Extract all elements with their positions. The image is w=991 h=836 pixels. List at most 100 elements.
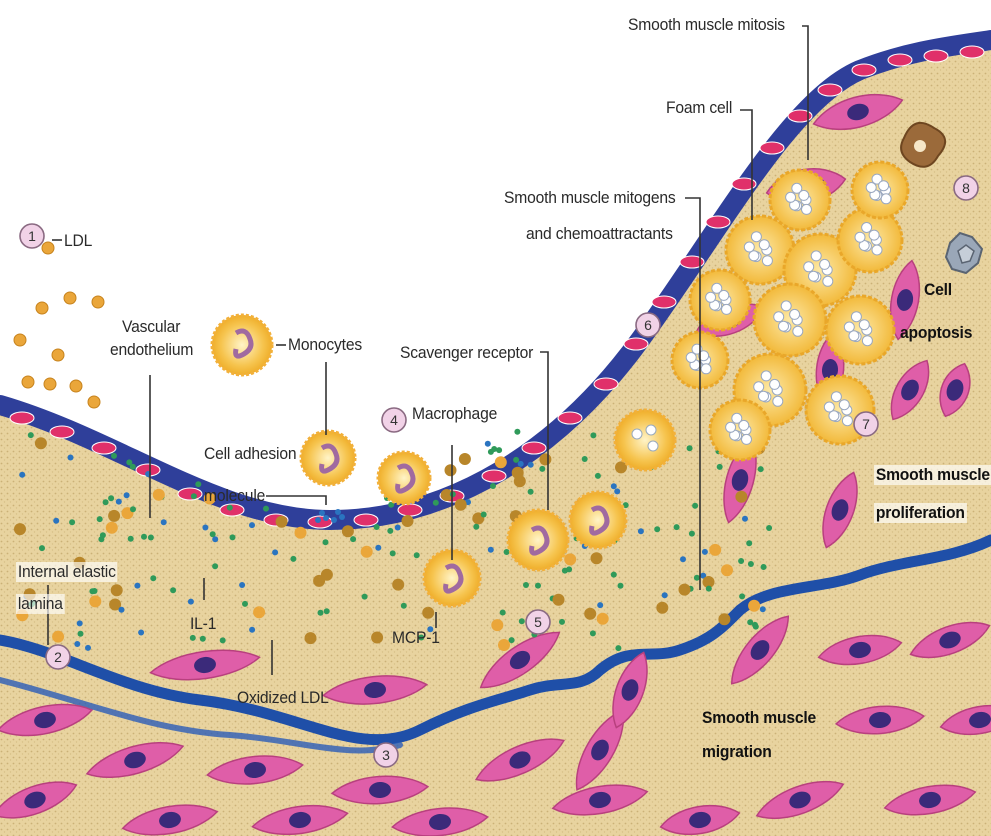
tissue-particle — [753, 624, 759, 630]
label-ldl: LDL — [64, 231, 92, 251]
tissue-particle — [614, 488, 620, 494]
tissue-particle — [488, 547, 494, 553]
tissue-particle — [761, 564, 767, 570]
tissue-particle — [414, 552, 420, 558]
label-scavenger-receptor: Scavenger receptor — [400, 343, 533, 363]
tissue-particle — [491, 619, 503, 631]
tissue-particle — [190, 635, 196, 641]
foam-cell — [826, 296, 894, 364]
tissue-particle — [528, 489, 534, 495]
step-number: 3 — [382, 747, 390, 763]
tissue-particle — [656, 602, 668, 614]
tissue-particle — [130, 506, 136, 512]
endothelial-nucleus — [178, 488, 202, 500]
step-badge-3: 3 — [374, 743, 398, 767]
step-number: 8 — [962, 180, 970, 196]
tissue-particle — [504, 549, 510, 555]
ldl-particles — [14, 242, 104, 408]
endothelial-nucleus — [924, 50, 948, 62]
ldl-particle — [44, 378, 56, 390]
tissue-particle — [78, 631, 84, 637]
tissue-particle — [611, 483, 617, 489]
tissue-particle — [662, 592, 668, 598]
macrophage-lipid — [570, 492, 626, 548]
tissue-particle — [566, 566, 572, 572]
label-sm-mitosis: Smooth muscle mitosis — [628, 15, 785, 35]
tissue-particle — [500, 610, 506, 616]
tissue-particle — [597, 613, 609, 625]
tissue-particle — [584, 608, 596, 620]
endothelial-nucleus — [558, 412, 582, 424]
tissue-particle — [738, 558, 744, 564]
tissue-particle — [498, 639, 510, 651]
tissue-particle — [111, 584, 123, 596]
tissue-particle — [422, 607, 434, 619]
tissue-particle — [89, 595, 101, 607]
tissue-particle — [249, 522, 255, 528]
tissue-particle — [116, 499, 122, 505]
endothelial-nucleus — [522, 442, 546, 454]
tissue-particle — [519, 618, 525, 624]
label-macrophage: Macrophage — [412, 404, 497, 424]
tissue-particle — [401, 603, 407, 609]
tissue-particle — [387, 528, 393, 534]
tissue-particle — [595, 473, 601, 479]
tissue-particle — [395, 525, 401, 531]
monocyte-transmigrating — [378, 452, 430, 504]
tissue-particle — [748, 561, 754, 567]
tissue-particle — [747, 619, 753, 625]
monocyte-lumen — [212, 315, 272, 375]
endothelial-nucleus — [888, 54, 912, 66]
tissue-particle — [97, 516, 103, 522]
step-badge-1: 1 — [20, 224, 44, 248]
tissue-particle — [276, 516, 288, 528]
step-badge-8: 8 — [954, 176, 978, 200]
monocyte-adhering — [301, 431, 355, 485]
tissue-particle — [318, 610, 324, 616]
endothelial-nucleus — [818, 84, 842, 96]
foam-cell — [770, 170, 830, 230]
endothelial-nucleus — [92, 442, 116, 454]
tissue-particle — [150, 575, 156, 581]
tissue-particle — [375, 545, 381, 551]
tissue-particle — [130, 464, 136, 470]
tissue-particle — [69, 519, 75, 525]
tissue-particle — [559, 619, 565, 625]
tissue-particle — [553, 594, 565, 606]
tissue-particle — [92, 588, 98, 594]
tissue-particle — [362, 594, 368, 600]
endothelial-nucleus — [706, 216, 730, 228]
tissue-particle — [323, 539, 329, 545]
step-badge-7: 7 — [854, 412, 878, 436]
endothelial-nucleus — [652, 296, 676, 308]
tissue-particle — [350, 536, 356, 542]
endothelial-nucleus — [354, 514, 378, 526]
tissue-particle — [748, 600, 760, 612]
tissue-particle — [692, 503, 698, 509]
tissue-particle — [679, 584, 691, 596]
tissue-particle — [263, 506, 269, 512]
tissue-particle — [654, 526, 660, 532]
step-number: 5 — [534, 614, 542, 630]
tissue-particle — [14, 523, 26, 535]
tissue-particle — [509, 637, 515, 643]
label-mcp1: MCP-1 — [392, 628, 440, 648]
tissue-particle — [709, 544, 721, 556]
tissue-particle — [153, 489, 165, 501]
tissue-particle — [742, 516, 748, 522]
tissue-particle — [718, 613, 730, 625]
tissue-particle — [590, 630, 596, 636]
tissue-particle — [161, 519, 167, 525]
endothelial-nucleus — [10, 412, 34, 424]
step-number: 6 — [644, 317, 652, 333]
tissue-particle — [597, 602, 603, 608]
label-cell-apoptosis-2: apoptosis — [900, 323, 972, 343]
ldl-particle — [36, 302, 48, 314]
tissue-particle — [77, 620, 83, 626]
tissue-particle — [513, 457, 519, 463]
tissue-particle — [689, 531, 695, 537]
label-cell-apoptosis-1: Cell — [924, 280, 952, 300]
tissue-particle — [108, 510, 120, 522]
step-number: 4 — [390, 412, 398, 428]
tissue-particle — [253, 606, 265, 618]
